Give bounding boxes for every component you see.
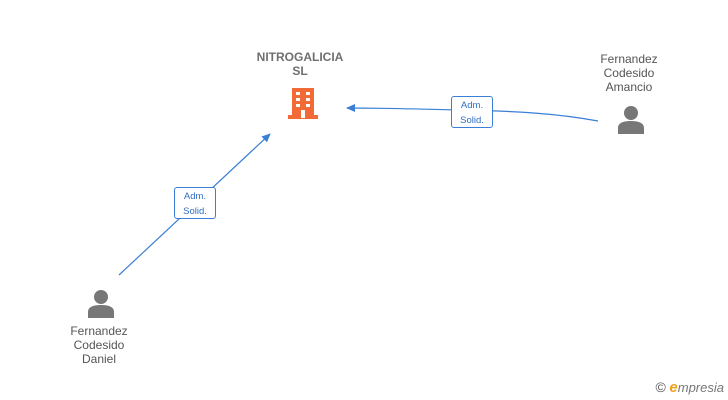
company-name-line2: SL	[292, 64, 308, 78]
building-icon[interactable]	[287, 86, 319, 120]
person-name-line: Fernandez	[600, 52, 658, 66]
person-name-line: Codesido	[73, 338, 125, 352]
relation-label-line2: Solid.	[183, 206, 207, 217]
copyright-symbol: ©	[655, 379, 666, 395]
company-name-line1: NITROGALICIA	[256, 50, 344, 64]
relation-label-line2: Solid.	[460, 115, 484, 126]
relation-label-line1: Adm.	[183, 191, 207, 202]
person-name-line: Amancio	[605, 80, 653, 94]
relation-label-line1: Adm.	[460, 100, 484, 111]
person-icon[interactable]	[616, 104, 646, 134]
person-name-amancio[interactable]: Fernandez Codesido Amancio	[569, 52, 689, 94]
person-name-line: Fernandez	[70, 324, 128, 338]
person-name-line: Daniel	[81, 352, 117, 366]
relation-label-daniel[interactable]: Adm. Solid.	[174, 187, 216, 219]
company-name[interactable]: NITROGALICIA SL	[230, 50, 370, 78]
person-icon[interactable]	[86, 288, 116, 318]
person-name-daniel[interactable]: Fernandez Codesido Daniel	[39, 324, 159, 366]
brand-name-rest: mpresia	[677, 380, 724, 395]
person-name-line: Codesido	[603, 66, 655, 80]
empresia-watermark: © empresia	[655, 379, 724, 396]
relation-label-amancio[interactable]: Adm. Solid.	[451, 96, 493, 128]
brand-initial: e	[669, 379, 678, 396]
